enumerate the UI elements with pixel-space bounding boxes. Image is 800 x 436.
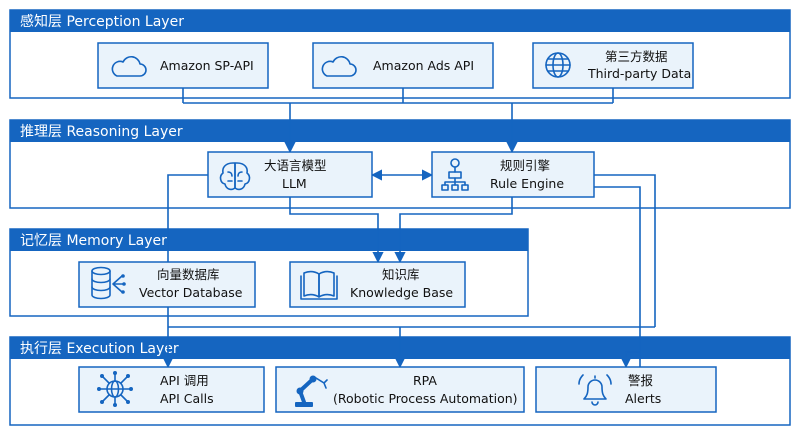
third-party-data-node: 第三方数据 Third-party Data (532, 42, 694, 89)
database-icon (91, 266, 126, 300)
perception-layer-title: 感知层 Perception Layer (20, 13, 184, 30)
third-party-data-label-en: Third-party Data (587, 66, 691, 81)
rpa-label-en: (Robotic Process Automation) (333, 391, 518, 406)
cloud-icon (111, 56, 147, 77)
llm-label-zh: 大语言模型 (264, 158, 327, 173)
memory-layer-title: 记忆层 Memory Layer (20, 233, 167, 249)
amazon-ads-api-label: Amazon Ads API (373, 58, 474, 73)
rule-engine-label-en: Rule Engine (490, 176, 564, 191)
reasoning-layer: 推理层 Reasoning Layer (9, 119, 791, 209)
cloud-icon (321, 56, 357, 77)
bell-icon (578, 374, 612, 406)
knowledge-base-node: 知识库 Knowledge Base (289, 261, 466, 308)
llm-label-en: LLM (282, 176, 307, 191)
amazon-sp-api-node: Amazon SP-API (97, 42, 269, 89)
vector-database-node: 向量数据库 Vector Database (78, 261, 256, 308)
rule-engine-node: 规则引擎 Rule Engine (431, 151, 595, 198)
network-icon (97, 371, 133, 407)
brain-icon (219, 162, 251, 191)
api-calls-label-en: API Calls (160, 391, 214, 406)
knowledge-base-label-en: Knowledge Base (350, 285, 453, 300)
reasoning-layer-title: 推理层 Reasoning Layer (20, 124, 183, 140)
llm-node: 大语言模型 LLM (207, 151, 373, 198)
amazon-ads-api-node: Amazon Ads API (312, 42, 494, 89)
alerts-label-zh: 警报 (628, 373, 654, 388)
robot-arm-icon (295, 375, 328, 407)
alerts-label-en: Alerts (625, 391, 661, 406)
rule-engine-label-zh: 规则引擎 (500, 158, 550, 173)
api-calls-label-zh: API 调用 (160, 373, 209, 388)
rpa-node: RPA (Robotic Process Automation) (275, 366, 525, 413)
book-icon (300, 270, 338, 300)
alerts-node: 警报 Alerts (535, 366, 717, 413)
globe-icon (545, 52, 571, 78)
api-calls-node: API 调用 API Calls (78, 366, 265, 413)
rpa-label-zh: RPA (413, 373, 437, 388)
flowchart-icon (441, 158, 469, 191)
third-party-data-label-zh: 第三方数据 (605, 49, 668, 64)
execution-layer-title: 执行层 Execution Layer (20, 341, 179, 357)
knowledge-base-label-zh: 知识库 (382, 267, 420, 282)
vector-database-label-zh: 向量数据库 (157, 267, 220, 282)
vector-database-label-en: Vector Database (139, 285, 243, 300)
amazon-sp-api-label: Amazon SP-API (160, 58, 254, 73)
